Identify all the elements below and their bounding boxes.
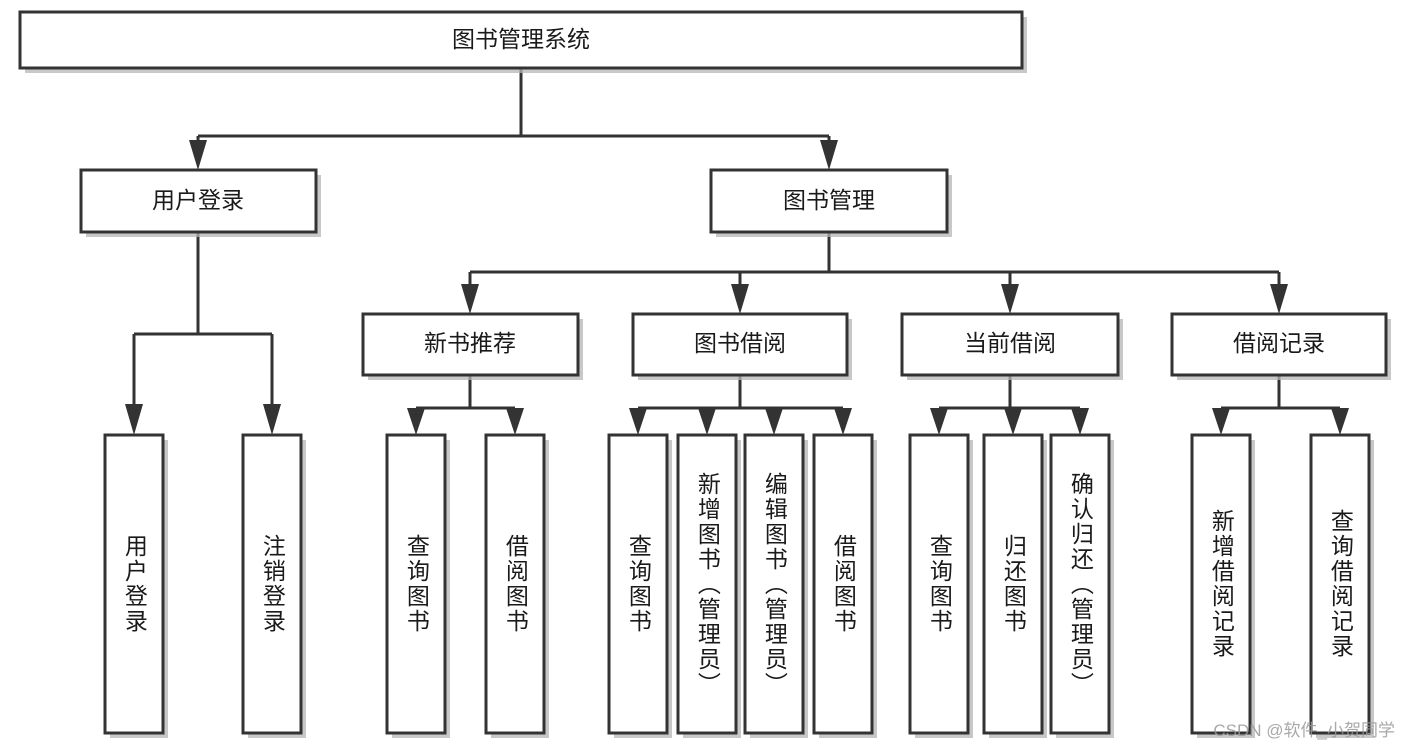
node-box-leaf-query-book-1[interactable] <box>385 433 447 735</box>
node-box-leaf-query-borrow-record[interactable] <box>1309 433 1371 735</box>
arrowhead-book-borrow <box>731 284 749 314</box>
node-box-leaf-borrow-book-2[interactable] <box>812 433 874 735</box>
arrowhead-leaf-add-book-admin <box>698 408 716 435</box>
node-label-root: 图书管理系统 <box>452 26 590 52</box>
node-box-leaf-query-book-3[interactable] <box>908 433 970 735</box>
node-label-book-mgmt: 图书管理 <box>783 187 875 213</box>
horizontal-label-layer: 图书管理系统 用户登录 图书管理 新书推荐 图书借阅 当前借阅 借阅记录 <box>152 26 1325 356</box>
arrowhead-leaf-borrow-book-1 <box>506 408 524 435</box>
node-box-new-book-rec[interactable] <box>361 312 580 377</box>
node-box-current-borrow[interactable] <box>900 312 1120 377</box>
arrowhead-user-login <box>189 140 207 170</box>
arrowhead-leaf-return-book <box>1004 408 1022 435</box>
arrowhead-leaf-edit-book-admin <box>765 408 783 435</box>
node-box-borrow-record[interactable] <box>1170 312 1388 377</box>
arrowhead-borrow-record <box>1270 284 1288 314</box>
node-label-book-borrow: 图书借阅 <box>694 330 786 356</box>
arrowhead-book-mgmt <box>820 140 838 170</box>
arrowhead-leaf-query-book-2 <box>629 408 647 435</box>
arrowhead-leaf-borrow-book-2 <box>834 408 852 435</box>
node-box-book-mgmt[interactable] <box>709 168 949 234</box>
arrowhead-leaf-logout <box>263 404 281 435</box>
node-box-leaf-query-book-2[interactable] <box>607 433 669 735</box>
node-box-leaf-add-borrow-record[interactable] <box>1190 433 1252 735</box>
arrowhead-current-borrow <box>1001 284 1019 314</box>
node-box-book-borrow[interactable] <box>631 312 849 377</box>
box-layer <box>18 10 1388 735</box>
node-box-leaf-return-book[interactable] <box>982 433 1044 735</box>
node-label-new-book-rec: 新书推荐 <box>424 330 516 356</box>
arrowhead-leaf-query-book-1 <box>407 408 425 435</box>
arrowhead-leaf-query-borrow-record <box>1331 408 1349 435</box>
arrowhead-leaf-confirm-return-admin <box>1071 408 1089 435</box>
node-box-user-login[interactable] <box>79 168 318 234</box>
node-box-leaf-logout[interactable] <box>241 433 303 735</box>
arrowhead-leaf-user-login <box>125 404 143 435</box>
node-label-user-login: 用户登录 <box>152 187 244 213</box>
node-label-borrow-record: 借阅记录 <box>1233 330 1325 356</box>
arrowhead-new-book-rec <box>461 284 479 314</box>
node-box-leaf-add-book-admin[interactable] <box>676 433 738 735</box>
node-label-current-borrow: 当前借阅 <box>964 330 1056 356</box>
node-box-leaf-confirm-return-admin[interactable] <box>1049 433 1111 735</box>
node-box-leaf-borrow-book-1[interactable] <box>484 433 546 735</box>
node-box-root[interactable] <box>18 10 1024 70</box>
csdn-watermark: CSDN @软件_小贺同学 <box>1213 721 1395 740</box>
arrowhead-leaf-query-book-3 <box>930 408 948 435</box>
connector-layer <box>125 68 1349 435</box>
node-box-leaf-edit-book-admin[interactable] <box>743 433 805 735</box>
arrowhead-leaf-add-borrow-record <box>1212 408 1230 435</box>
node-box-leaf-user-login[interactable] <box>103 433 165 735</box>
